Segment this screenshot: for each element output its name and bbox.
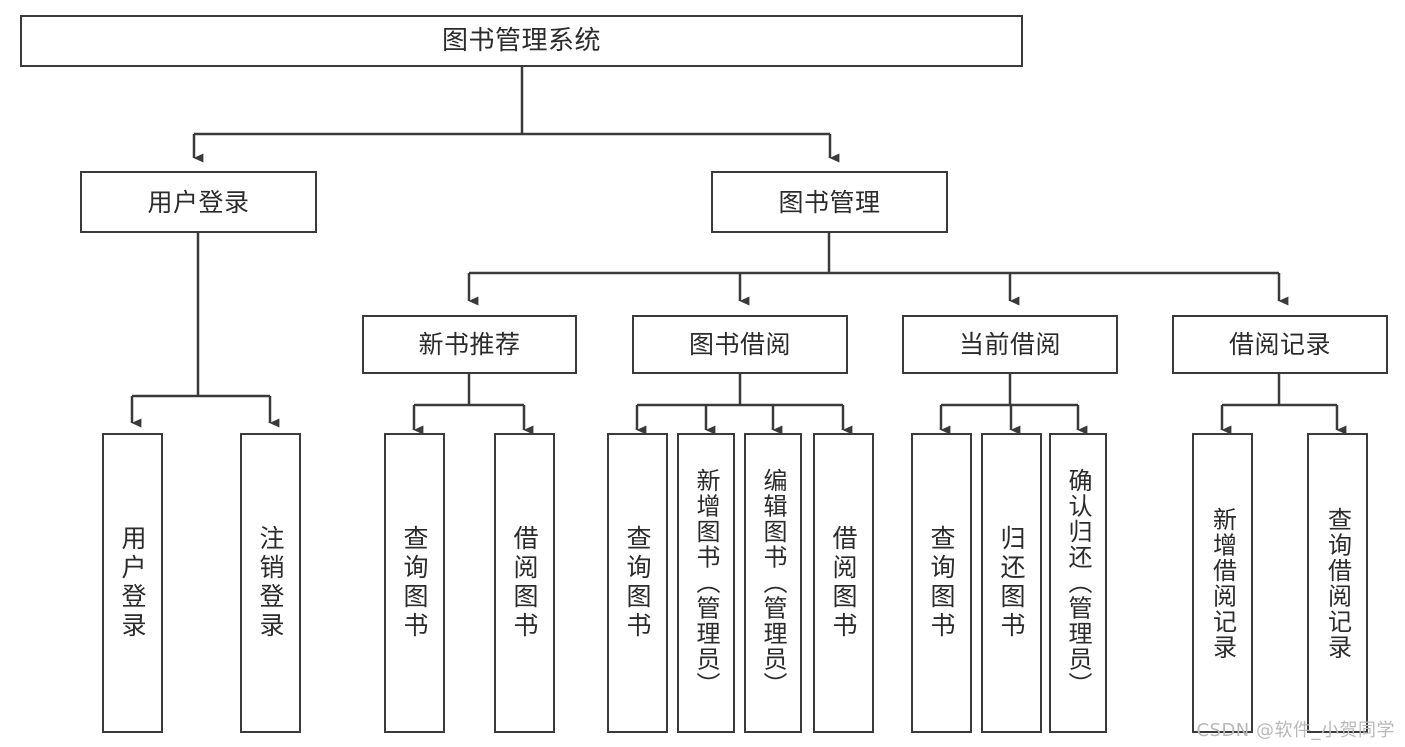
node-current-borrow[interactable]: 当前借阅 [902, 315, 1118, 374]
node-label: 查询图书 [927, 525, 956, 641]
node-new-book-recommend[interactable]: 新书推荐 [362, 315, 577, 374]
node-label: 图书管理系统 [441, 25, 601, 56]
node-label: 新增图书（管理员） [692, 468, 720, 698]
node-leaf-query-book-current[interactable]: 查询图书 [911, 433, 972, 733]
node-label: 用户登录 [147, 187, 250, 217]
node-leaf-add-borrow-record[interactable]: 新增借阅记录 [1192, 433, 1253, 733]
node-label: 图书管理 [778, 187, 881, 217]
node-leaf-borrow-book[interactable]: 借阅图书 [813, 433, 874, 733]
node-leaf-confirm-return-admin[interactable]: 确认归还（管理员） [1049, 433, 1107, 733]
node-label: 借阅记录 [1228, 330, 1331, 359]
node-leaf-return-book[interactable]: 归还图书 [981, 433, 1042, 733]
node-label: 注销登录 [256, 525, 285, 641]
node-user-login[interactable]: 用户登录 [80, 171, 317, 233]
node-leaf-user-login[interactable]: 用户登录 [102, 433, 163, 733]
node-borrow-record[interactable]: 借阅记录 [1172, 315, 1388, 374]
node-leaf-query-book-borrow[interactable]: 查询图书 [607, 433, 668, 733]
node-leaf-edit-book-admin[interactable]: 编辑图书（管理员） [744, 433, 802, 733]
node-label: 新增借阅记录 [1208, 506, 1237, 660]
node-book-borrow[interactable]: 图书借阅 [632, 315, 848, 374]
watermark-text: CSDN @软件_小贺同学 [1196, 720, 1395, 741]
node-label: 查询借阅记录 [1323, 506, 1352, 660]
node-label: 查询图书 [400, 525, 429, 641]
node-leaf-logout[interactable]: 注销登录 [240, 433, 301, 733]
node-leaf-add-book-admin[interactable]: 新增图书（管理员） [677, 433, 735, 733]
node-label: 确认归还（管理员） [1064, 468, 1092, 698]
node-leaf-borrow-book-recommend[interactable]: 借阅图书 [494, 433, 555, 733]
node-label: 图书借阅 [688, 330, 791, 359]
node-label: 编辑图书（管理员） [759, 468, 787, 698]
node-leaf-query-borrow-record[interactable]: 查询借阅记录 [1307, 433, 1368, 733]
node-leaf-query-book-recommend[interactable]: 查询图书 [384, 433, 445, 733]
node-label: 当前借阅 [958, 330, 1061, 359]
node-label: 查询图书 [623, 525, 652, 641]
node-label: 归还图书 [997, 525, 1026, 641]
node-label: 新书推荐 [418, 330, 521, 359]
node-root-book-management-system[interactable]: 图书管理系统 [20, 15, 1023, 67]
node-book-management[interactable]: 图书管理 [711, 171, 948, 233]
node-label: 借阅图书 [829, 525, 858, 641]
node-label: 用户登录 [118, 525, 147, 641]
node-label: 借阅图书 [510, 525, 539, 641]
